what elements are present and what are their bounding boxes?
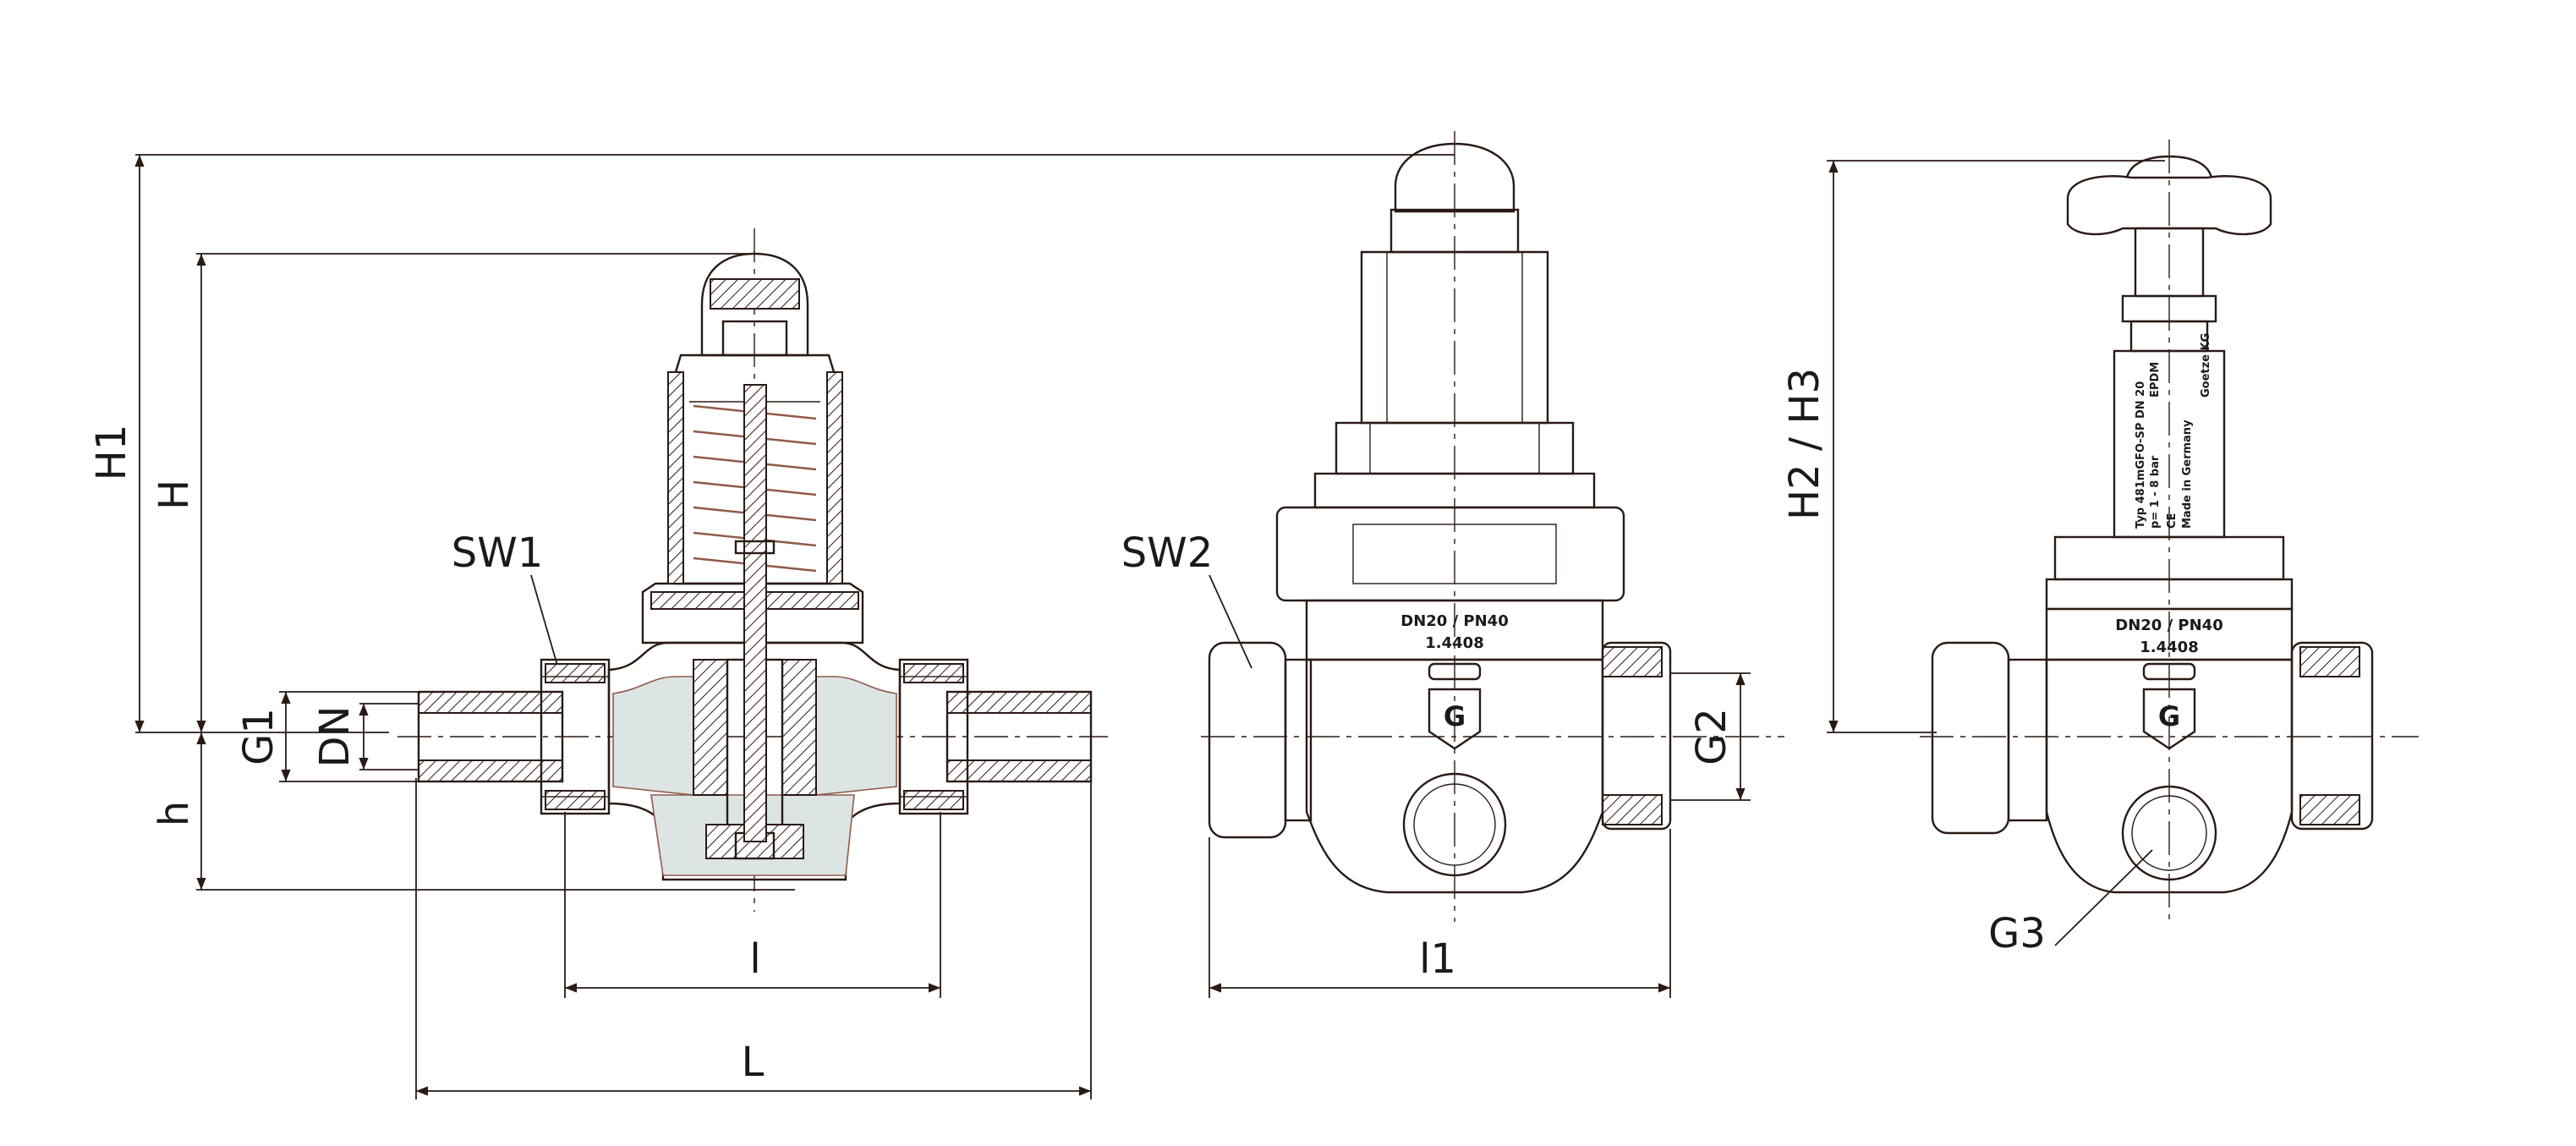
sw2-label: SW2	[1121, 529, 1213, 577]
side-plate-line2: 1.4408	[2140, 639, 2198, 656]
front-logo-icon: G	[1444, 700, 1466, 732]
front-plate-line2: 1.4408	[1425, 634, 1483, 652]
sw2-leader	[1209, 574, 1252, 669]
type-label-line4: Made in Germany	[2181, 419, 2194, 529]
type-label-line2: p= 1 - 8 bar	[2149, 455, 2162, 529]
dn-label: DN	[311, 706, 359, 768]
dimension-lines-left	[134, 154, 1455, 1099]
g2-label: G2	[1688, 708, 1735, 765]
h2-h3-label: H2 / H3	[1781, 368, 1828, 520]
l1-label: l1	[1419, 935, 1456, 983]
handwheel-variant-view: Typ 481mGFO-SP DN 20 p= 1 - 8 bar EPDM C…	[1920, 140, 2419, 926]
sw1-label: SW1	[452, 529, 543, 577]
type-label-line3: EPDM	[2149, 362, 2162, 398]
sw1-leader	[530, 574, 559, 669]
sectioned-valve-view	[397, 228, 1108, 912]
front-elevation-view: DN20 / PN40 1.4408 G	[1201, 131, 1784, 922]
type-label: Typ 481mGFO-SP DN 20 p= 1 - 8 bar EPDM C…	[2135, 333, 2212, 529]
type-label-line5: Goetze KG	[2200, 333, 2212, 398]
h1-label: H1	[88, 425, 135, 481]
g1-label: G1	[235, 708, 282, 765]
front-plate-line1: DN20 / PN40	[1400, 612, 1508, 630]
g3-leader	[2054, 849, 2153, 946]
L-label: L	[742, 1039, 765, 1086]
type-label-line1: Typ 481mGFO-SP DN 20	[2135, 381, 2147, 529]
side-plate-line1: DN20 / PN40	[2115, 617, 2222, 634]
type-label-ce: CE	[2166, 513, 2179, 529]
small-h-label: h	[151, 801, 198, 826]
g3-label: G3	[1988, 910, 2046, 957]
l-label: l	[749, 935, 760, 983]
h-label: H	[151, 480, 198, 510]
side-logo-icon: G	[2158, 700, 2180, 732]
